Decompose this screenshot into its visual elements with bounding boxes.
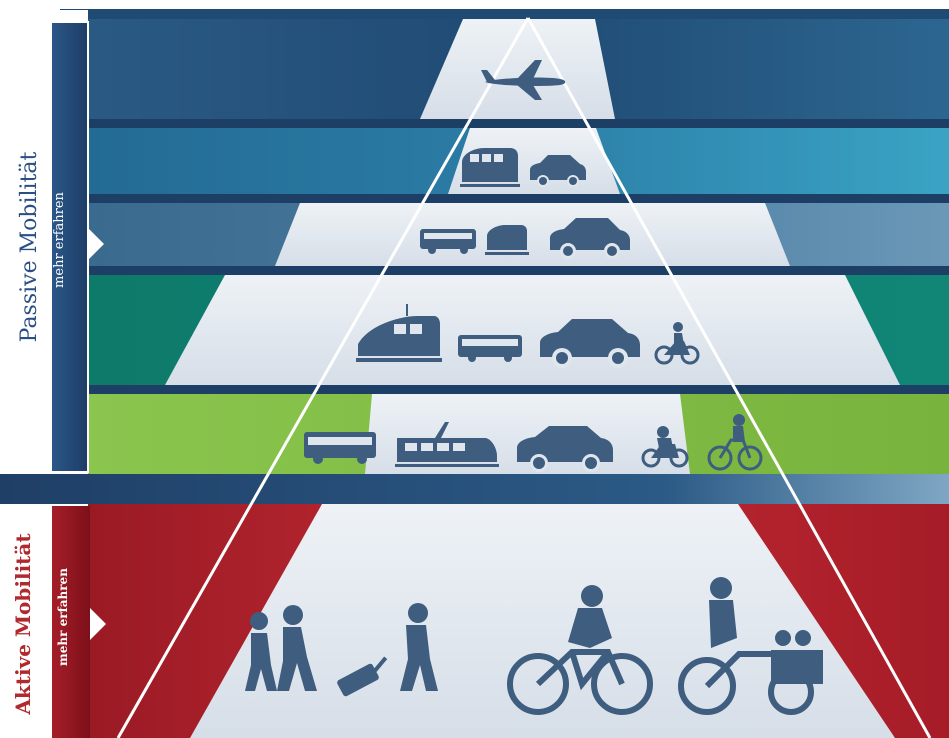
passive-mobility-title[interactable]: Passive Mobilität [17, 151, 42, 343]
passive-side-panel[interactable] [52, 22, 88, 472]
bus-icon [458, 335, 522, 362]
motorcycle-icon [641, 426, 689, 468]
bus-icon [420, 229, 476, 254]
active-mobility-title[interactable]: Aktive Mobilität [11, 533, 35, 715]
airplane-icon [481, 60, 566, 100]
passive-more-link[interactable]: mehr erfahren [52, 192, 67, 288]
passive-arrow-icon [88, 228, 104, 260]
pyramid-edge-right [526, 17, 932, 738]
top-divider [60, 9, 949, 19]
car-icon [517, 426, 613, 472]
car-icon [550, 218, 630, 259]
active-more-link[interactable]: mehr erfahren [56, 568, 70, 666]
train-icon [460, 148, 520, 187]
pyramid-tier-3 [275, 203, 790, 266]
train-icon [485, 225, 529, 255]
traveler-with-suitcase-icon [337, 603, 438, 697]
active-arrow-icon [90, 608, 106, 640]
pyramid-edge-left [116, 17, 530, 738]
car-icon [530, 155, 586, 187]
tram-icon [395, 422, 499, 467]
pyramid-tier-1 [420, 19, 615, 119]
car-icon [540, 319, 640, 368]
cyclist-icon [507, 585, 653, 715]
walking-couple-icon [245, 605, 317, 691]
cargo-bike-family-icon [678, 577, 823, 715]
active-side-panel[interactable] [52, 506, 90, 738]
mobility-divider [0, 474, 949, 504]
motor-scooter-icon [654, 322, 700, 365]
bus-icon [304, 432, 376, 464]
train-icon [356, 304, 442, 362]
pyramid-tier-4 [165, 275, 900, 385]
moped-icon [707, 414, 763, 471]
